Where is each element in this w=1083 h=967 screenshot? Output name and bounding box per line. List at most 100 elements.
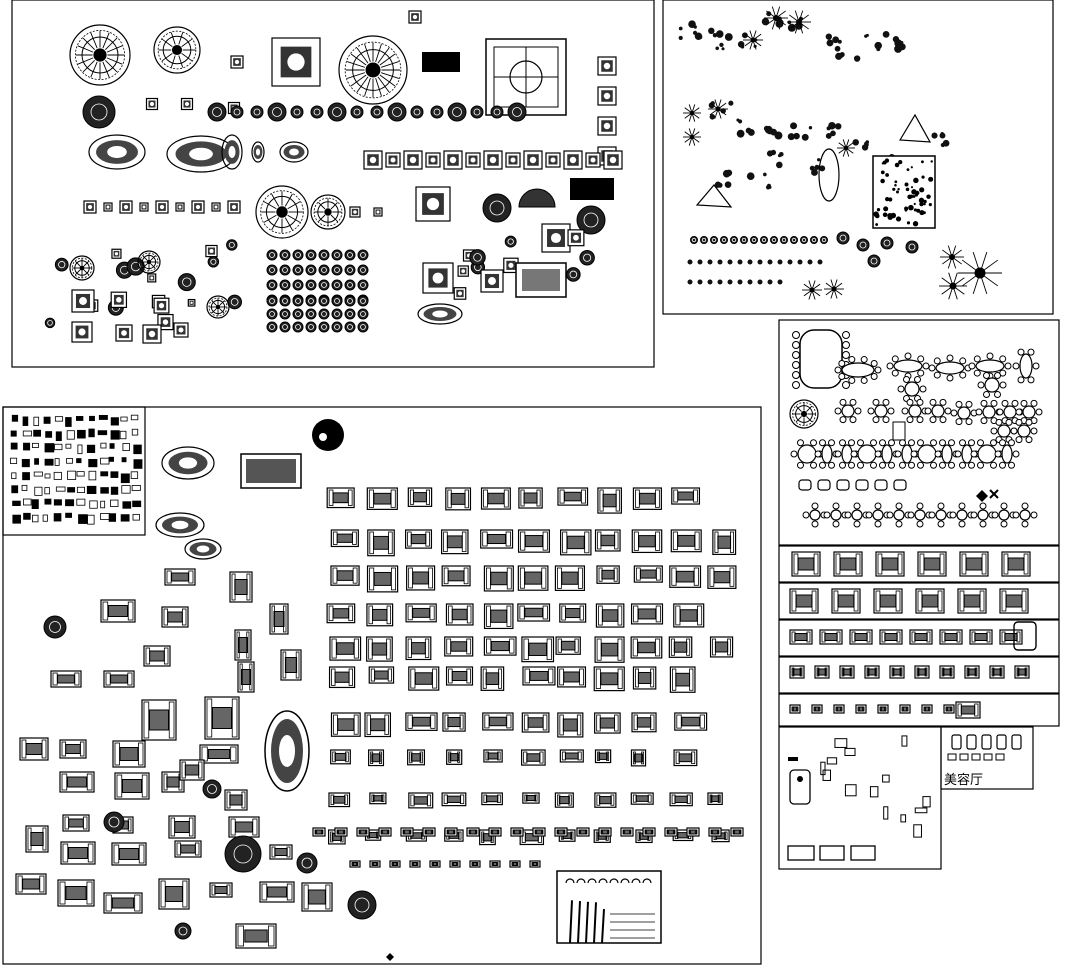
mini-furniture-icon bbox=[34, 458, 39, 465]
elevation-drawing-icon bbox=[556, 870, 662, 944]
round-motif-icon bbox=[292, 321, 304, 333]
medallion-icon bbox=[69, 24, 131, 86]
sofa-group-icon bbox=[557, 487, 589, 506]
dining-table-icon bbox=[977, 371, 1007, 399]
fixture-icon bbox=[1013, 621, 1037, 651]
square-motif-icon bbox=[503, 257, 519, 274]
mini-furniture-icon bbox=[65, 499, 75, 507]
sofa-group-icon bbox=[521, 712, 550, 733]
mini-furniture-icon bbox=[121, 485, 131, 494]
sofa-group-icon bbox=[483, 636, 517, 656]
round-motif-icon bbox=[305, 295, 317, 307]
sofa-group-icon bbox=[179, 759, 205, 781]
sofa-group-icon bbox=[814, 665, 830, 679]
mini-furniture-icon bbox=[66, 430, 75, 440]
oval-motif-icon bbox=[251, 141, 265, 163]
dining-table-icon bbox=[855, 479, 869, 491]
round-motif-icon bbox=[318, 279, 330, 291]
sofa-group-icon bbox=[943, 704, 955, 714]
fixture-icon bbox=[834, 738, 848, 748]
shrub-icon bbox=[678, 35, 683, 40]
round-motif-icon bbox=[44, 317, 56, 329]
round-motif-icon bbox=[266, 295, 278, 307]
round-motif-icon bbox=[267, 102, 287, 122]
round-motif-icon bbox=[760, 236, 768, 244]
sofa-group-icon bbox=[326, 487, 355, 509]
round-motif-icon bbox=[800, 236, 808, 244]
round-motif-icon bbox=[126, 257, 145, 276]
panel-frame bbox=[778, 582, 1060, 620]
sofa-group-icon bbox=[517, 603, 551, 622]
shrub-icon bbox=[740, 44, 745, 49]
sofa-group-icon bbox=[555, 636, 581, 655]
mini-furniture-icon bbox=[12, 514, 21, 524]
round-motif-icon bbox=[357, 279, 369, 291]
sofa-group-icon bbox=[100, 599, 136, 623]
square-motif-icon bbox=[453, 287, 467, 300]
sofa-group-icon bbox=[369, 860, 381, 868]
mini-furniture-icon bbox=[54, 458, 60, 466]
sofa-group-icon bbox=[389, 860, 401, 868]
sofa-group-icon bbox=[671, 487, 701, 505]
sofa-group-icon bbox=[554, 792, 574, 808]
shrub-icon bbox=[807, 259, 813, 265]
round-motif-icon bbox=[177, 273, 196, 292]
dining-table-icon bbox=[874, 479, 888, 491]
shrub-icon bbox=[687, 279, 693, 285]
dining-table-icon bbox=[802, 502, 828, 528]
sofa-group-icon bbox=[408, 666, 440, 691]
umbrella-icon bbox=[898, 113, 932, 143]
dining-table-icon bbox=[834, 439, 860, 469]
round-motif-icon bbox=[357, 264, 369, 276]
mini-furniture-icon bbox=[132, 513, 140, 521]
mini-furniture-icon bbox=[76, 458, 82, 464]
mini-furniture-icon bbox=[133, 444, 142, 455]
round-motif-icon bbox=[750, 236, 758, 244]
sofa-group-icon bbox=[482, 712, 514, 731]
round-motif-icon bbox=[279, 295, 291, 307]
sofa-group-icon bbox=[789, 704, 801, 714]
square-motif-icon bbox=[187, 298, 196, 307]
round-motif-icon bbox=[810, 236, 818, 244]
shrub-icon bbox=[715, 46, 720, 51]
sofa-group-icon bbox=[521, 636, 555, 663]
sofa-group-icon bbox=[366, 565, 399, 593]
round-motif-icon bbox=[318, 264, 330, 276]
dining-table-icon bbox=[865, 502, 891, 528]
salon-chair-icon bbox=[995, 753, 1005, 761]
tree-icon bbox=[940, 245, 964, 269]
sofa-group-icon bbox=[669, 565, 702, 588]
fixture-icon bbox=[844, 747, 856, 756]
sofa-group-icon bbox=[631, 529, 663, 554]
round-motif-icon bbox=[292, 308, 304, 320]
shrub-icon bbox=[865, 33, 869, 37]
medallion-icon bbox=[206, 295, 230, 319]
mini-furniture-icon bbox=[67, 470, 77, 480]
shrub-icon bbox=[717, 259, 723, 265]
mini-furniture-icon bbox=[22, 430, 32, 437]
mini-furniture-icon bbox=[65, 417, 72, 427]
sofa-group-icon bbox=[366, 636, 393, 662]
fixture-icon bbox=[913, 824, 922, 838]
sofa-group-icon bbox=[59, 739, 87, 759]
shrub-icon bbox=[775, 161, 783, 169]
sofa-group-icon bbox=[909, 629, 933, 645]
sofa-group-icon bbox=[789, 629, 813, 645]
mini-furniture-icon bbox=[10, 457, 18, 464]
shrub-icon bbox=[727, 259, 733, 265]
square-medallion-icon bbox=[415, 186, 451, 222]
dining-table-icon bbox=[844, 502, 870, 528]
sofa-group-icon bbox=[849, 629, 873, 645]
sofa-group-icon bbox=[62, 814, 90, 832]
shrub-icon bbox=[814, 164, 820, 170]
sofa-group-icon bbox=[483, 749, 503, 763]
square-motif-icon bbox=[523, 150, 543, 170]
fixture-icon bbox=[900, 814, 907, 823]
sofa-group-icon bbox=[517, 529, 550, 553]
sofa-group-icon bbox=[789, 588, 819, 614]
square-motif-icon bbox=[153, 297, 170, 314]
mini-furniture-icon bbox=[53, 471, 62, 480]
shrub-icon bbox=[790, 122, 798, 130]
sofa-group-icon bbox=[400, 827, 414, 837]
